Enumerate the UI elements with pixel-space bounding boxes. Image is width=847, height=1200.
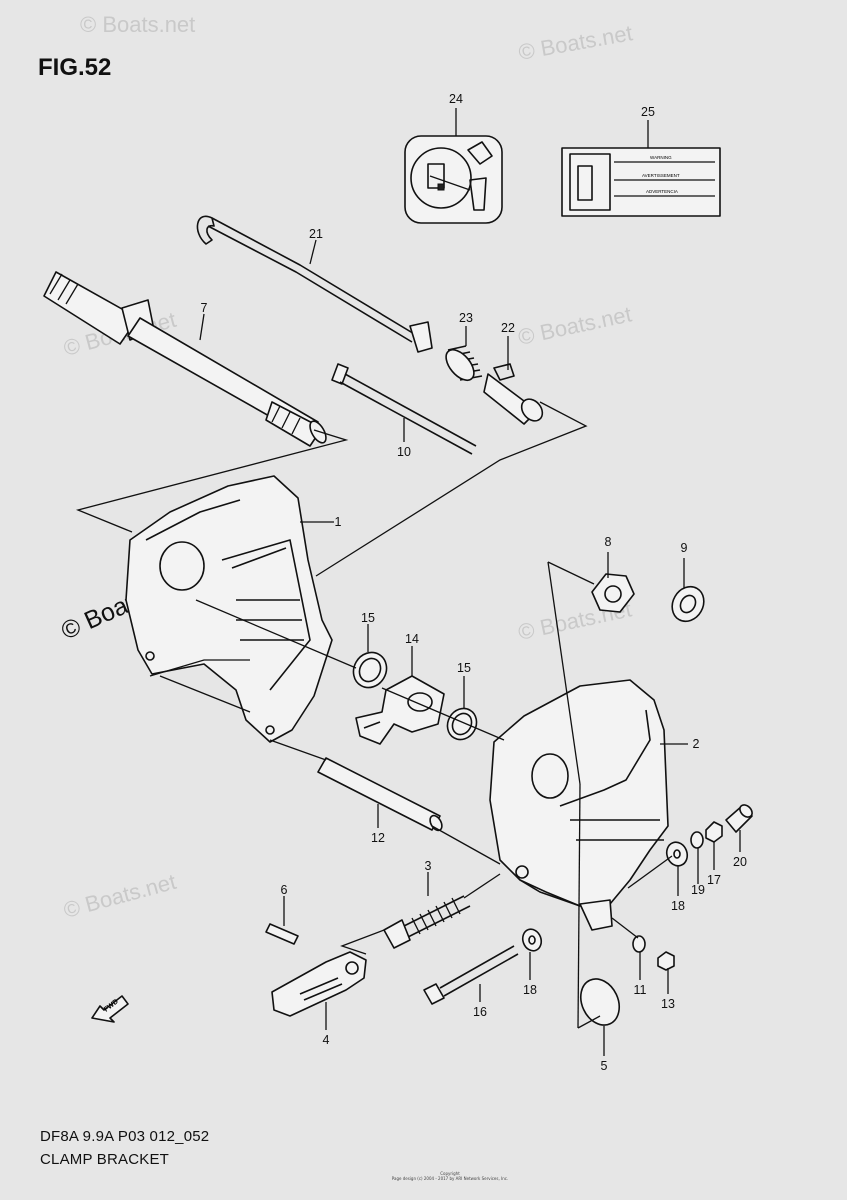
callout-24: 24 — [449, 92, 463, 106]
callout-23: 23 — [459, 311, 473, 325]
copyright-notice: Copyright Page design (c) 2004 - 2017 by… — [391, 1171, 509, 1181]
part-18-washer — [665, 841, 689, 867]
part-8-nut — [591, 573, 635, 613]
callout-5: 5 — [601, 1059, 608, 1073]
part-22-collar — [483, 363, 544, 425]
part-18-washer — [521, 928, 543, 952]
watermark: © Boats.net — [517, 20, 635, 65]
part-14-plate — [355, 675, 445, 745]
part-3-adjust-rod — [383, 895, 471, 949]
part-12-pin — [317, 757, 443, 832]
part-21-rod — [196, 215, 433, 353]
warning-row: ADVERTENCIA — [646, 189, 678, 194]
part-15-bushing — [446, 707, 478, 741]
callout-8: 8 — [605, 535, 612, 549]
callout-19: 19 — [691, 883, 705, 897]
assembly-guide-lines — [75, 401, 673, 1029]
part-24-decal — [404, 135, 503, 224]
callout-1: 1 — [335, 515, 342, 529]
callout-22: 22 — [501, 321, 515, 335]
callout-16: 16 — [473, 1005, 487, 1019]
part-17-nut — [705, 821, 723, 843]
callout-12: 12 — [371, 831, 385, 845]
figure-name: CLAMP BRACKET — [40, 1151, 170, 1168]
warning-row: WARNING — [650, 155, 672, 160]
watermark: © Boats.net — [61, 869, 179, 923]
callout-14: 14 — [405, 632, 419, 646]
part-5-cap — [579, 978, 621, 1026]
callout-17: 17 — [707, 873, 721, 887]
part-6-pin — [265, 923, 299, 945]
callout-21: 21 — [309, 227, 323, 241]
watermark: © Boats.net — [516, 301, 634, 349]
part-23-spring — [445, 345, 483, 382]
figure-title: FIG.52 — [38, 54, 112, 81]
callout-9: 9 — [681, 541, 688, 555]
part-16-bolt — [423, 945, 519, 1005]
callout-13: 13 — [661, 997, 675, 1011]
callout-18: 18 — [523, 983, 537, 997]
warning-row: AVERTISSEMENT — [642, 173, 680, 178]
callout-25: 25 — [641, 105, 655, 119]
part-13-nut — [657, 951, 675, 971]
part-20-cap — [725, 804, 753, 833]
callout-2: 2 — [693, 737, 700, 751]
part-19-washer — [690, 831, 704, 849]
callouts: 24 25 21 7 23 22 10 1 8 9 15 14 15 2 12 … — [201, 92, 747, 1073]
callout-7: 7 — [201, 301, 208, 315]
callout-18: 18 — [671, 899, 685, 913]
leader-lines — [199, 108, 741, 1056]
figure-code: DF8A 9.9A P03 012_052 — [40, 1128, 210, 1145]
callout-10: 10 — [397, 445, 411, 459]
callout-20: 20 — [733, 855, 747, 869]
part-11-washer — [632, 935, 646, 953]
callout-6: 6 — [281, 883, 288, 897]
part-15-bushing — [352, 651, 388, 689]
callout-3: 3 — [425, 859, 432, 873]
callout-15: 15 — [361, 611, 375, 625]
part-25-warning-label: WARNING AVERTISSEMENT ADVERTENCIA — [561, 147, 721, 217]
part-10-bolt — [331, 363, 477, 455]
fwd-arrow-icon: FWD — [91, 995, 129, 1023]
part-2-clamp-bracket — [489, 679, 669, 931]
watermark: © Boats.net — [80, 12, 195, 37]
callout-4: 4 — [323, 1033, 330, 1047]
callout-11: 11 — [634, 983, 647, 997]
part-7-shaft — [43, 271, 327, 447]
part-9-washer — [671, 585, 705, 623]
callout-15: 15 — [457, 661, 471, 675]
part-1-clamp-bracket — [125, 475, 333, 743]
part-4-lever — [271, 951, 367, 1017]
